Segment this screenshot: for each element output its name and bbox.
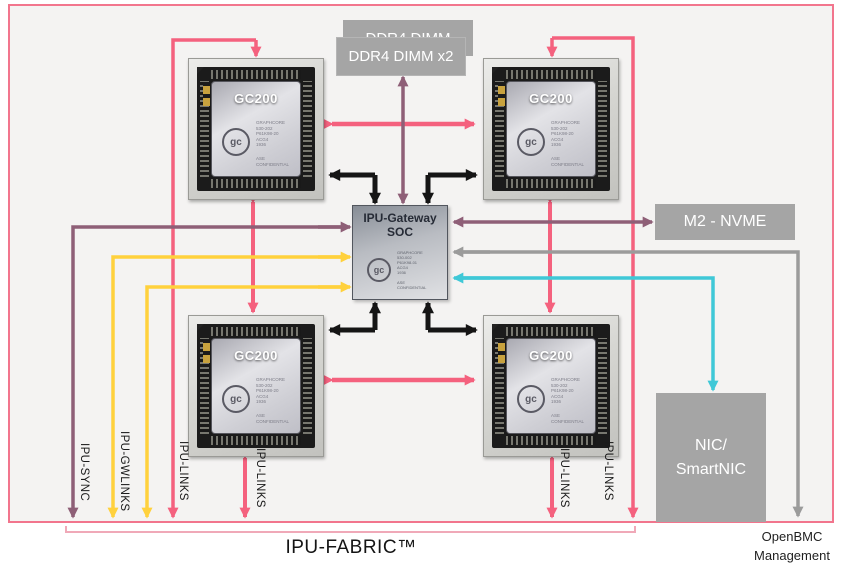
pin-row	[200, 81, 209, 177]
openbmc-label-line2: Management	[754, 548, 830, 563]
pin-row	[200, 338, 209, 434]
chip-part-number: GRAPHCORE 530-202 P61K98-20 ACG4 1936	[551, 377, 581, 404]
link-label-ipu-links-3: IPU-LINKS	[558, 448, 570, 508]
pin-row	[506, 327, 596, 336]
pin-row	[495, 81, 504, 177]
pin-row	[211, 436, 301, 445]
pin-row	[506, 70, 596, 79]
chip-package: GC200 gc GRAPHCORE 530-202 P61K98-20 ACG…	[197, 67, 315, 191]
chip-part-number: GRAPHCORE 530-202 P61K98-20 ACG4 1936	[256, 377, 286, 404]
chip-package: GC200 gc GRAPHCORE 530-202 P61K98-20 ACG…	[492, 324, 610, 448]
link-label-ipu-links-2: IPU-LINKS	[254, 448, 266, 508]
nic-smartnic-box: NIC/ SmartNIC	[656, 393, 766, 522]
openbmc-management-label: OpenBMC Management	[738, 527, 846, 565]
soc-title-line2: SOC	[386, 225, 413, 239]
chip-package: GC200 gc GRAPHCORE 530-202 P61K98-20 ACG…	[197, 324, 315, 448]
pin1-marker	[492, 67, 499, 74]
chip-die: GC200 gc GRAPHCORE 530-202 P61K98-20 ACG…	[506, 338, 596, 434]
ddr4-dimm-box-front: DDR4 DIMM x2	[337, 38, 465, 75]
graphcore-logo-icon: gc	[222, 128, 250, 156]
chip-confidential-mark: ASE CONFIDENTIAL	[551, 413, 585, 424]
pin1-marker	[197, 67, 204, 74]
chip-capacitors	[203, 82, 210, 106]
pin1-marker	[492, 324, 499, 331]
soc-title: IPU-Gateway SOC	[353, 211, 447, 239]
pin-row	[598, 81, 607, 177]
nic-label-line1: NIC/	[695, 436, 727, 454]
chip-label: GC200	[529, 91, 573, 106]
chip-die: GC200 gc GRAPHCORE 530-202 P61K98-20 ACG…	[211, 81, 301, 177]
chip-part-number: GRAPHCORE 530-202 P61K98-20 ACG4 1936	[256, 120, 286, 147]
chip-die: GC200 gc GRAPHCORE 530-202 P61K98-20 ACG…	[506, 81, 596, 177]
chip-part-number: GRAPHCORE 530-202 P61K98-20 ACG4 1936	[551, 120, 581, 147]
chip-confidential-mark: ASE CONFIDENTIAL	[256, 413, 290, 424]
graphcore-logo-icon: gc	[517, 385, 545, 413]
m2-nvme-label: M2 - NVME	[683, 213, 767, 230]
gc200-chip-bottom-right: GC200 gc GRAPHCORE 530-202 P61K98-20 ACG…	[483, 315, 619, 457]
link-label-ipu-links-4: IPU-LINKS	[602, 441, 614, 501]
gc200-chip-bottom-left: GC200 gc GRAPHCORE 530-202 P61K98-20 ACG…	[188, 315, 324, 457]
pin-row	[495, 338, 504, 434]
pin-row	[506, 179, 596, 188]
openbmc-label-line1: OpenBMC	[761, 529, 823, 544]
gc200-chip-top-left: GC200 gc GRAPHCORE 530-202 P61K98-20 ACG…	[188, 58, 324, 200]
chip-confidential-mark: ASE CONFIDENTIAL	[551, 156, 585, 167]
chip-capacitors	[498, 339, 505, 363]
pin-row	[506, 436, 596, 445]
soc-title-line1: IPU-Gateway	[363, 211, 437, 225]
pin-row	[303, 81, 312, 177]
pin-row	[303, 338, 312, 434]
m2-nvme-box: M2 - NVME	[655, 204, 795, 240]
chip-label: GC200	[234, 91, 278, 106]
link-label-ipu-links-1: IPU-LINKS	[177, 441, 189, 501]
chip-label: GC200	[529, 348, 573, 363]
ipu-gateway-soc: IPU-Gateway SOC gc GRAPHCORE 530-002 P61…	[352, 205, 448, 300]
pin-row	[598, 338, 607, 434]
chip-capacitors	[203, 339, 210, 363]
chip-die: GC200 gc GRAPHCORE 530-202 P61K98-20 ACG…	[211, 338, 301, 434]
soc-part-number: GRAPHCORE 530-002 P61K98-01 ACG4 1936	[397, 250, 423, 275]
link-label-ipu-sync: IPU-SYNC	[78, 443, 90, 502]
chip-confidential-mark: ASE CONFIDENTIAL	[256, 156, 290, 167]
pin-row	[211, 327, 301, 336]
chip-capacitors	[498, 82, 505, 106]
pin-row	[211, 70, 301, 79]
pin-row	[211, 179, 301, 188]
chip-label: GC200	[234, 348, 278, 363]
nic-label-line2: SmartNIC	[675, 460, 747, 478]
graphcore-logo-icon: gc	[517, 128, 545, 156]
soc-confidential-mark: ASE CONFIDENTIAL	[397, 280, 427, 290]
ddr4-dimm-front-label: DDR4 DIMM x2	[348, 48, 454, 65]
gc200-chip-top-right: GC200 gc GRAPHCORE 530-202 P61K98-20 ACG…	[483, 58, 619, 200]
chip-package: GC200 gc GRAPHCORE 530-202 P61K98-20 ACG…	[492, 67, 610, 191]
ipu-fabric-title: IPU-FABRIC™	[285, 537, 417, 558]
link-label-ipu-gwlinks: IPU-GWLINKS	[118, 431, 130, 512]
graphcore-logo-icon: gc	[367, 258, 391, 282]
graphcore-logo-icon: gc	[222, 385, 250, 413]
pin1-marker	[197, 324, 204, 331]
ipu-fabric-bracket	[65, 526, 636, 533]
